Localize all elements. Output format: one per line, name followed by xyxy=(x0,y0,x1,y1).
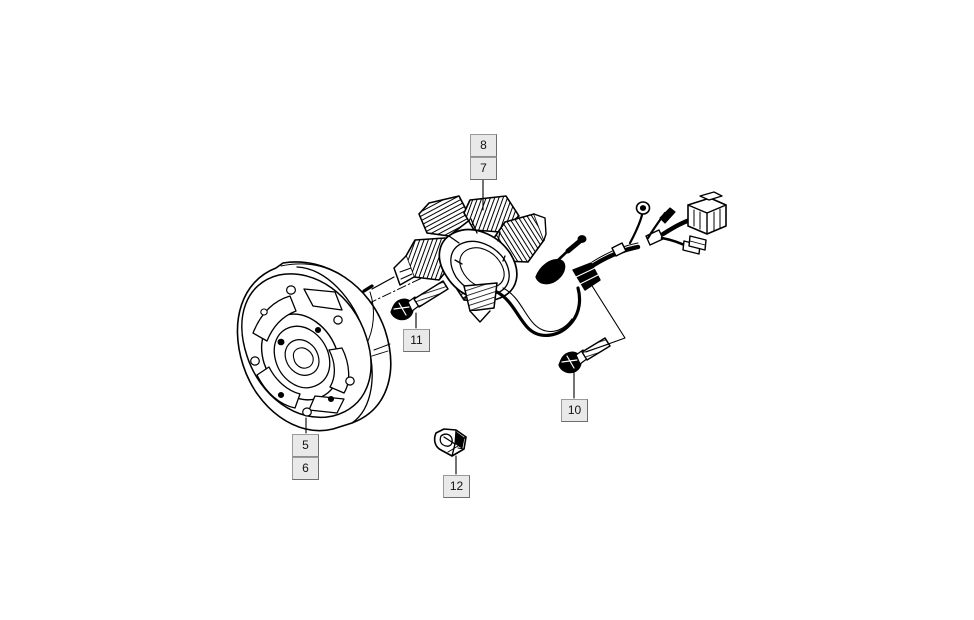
wiring-harness-part xyxy=(495,191,727,337)
callout-box-8[interactable]: 8 xyxy=(470,134,497,157)
callout-box-11[interactable]: 11 xyxy=(403,329,430,352)
callout-box-5[interactable]: 5 xyxy=(292,434,319,457)
stator-mounting-bolt-part xyxy=(390,280,449,321)
callout-box-10[interactable]: 10 xyxy=(561,399,588,422)
wire-bracket-part xyxy=(433,428,467,457)
callout-number-10: 10 xyxy=(567,403,582,417)
callout-number-5: 5 xyxy=(302,438,309,452)
harness-clamp-bolt-part xyxy=(558,337,611,374)
callout-number-11: 11 xyxy=(410,333,423,347)
callout-number-7: 7 xyxy=(480,161,487,175)
callout-number-12: 12 xyxy=(449,479,464,493)
callout-box-12[interactable]: 12 xyxy=(443,475,470,498)
flywheel-rotor-part xyxy=(236,261,392,432)
callout-leader-lines xyxy=(305,179,626,475)
callout-number-8: 8 xyxy=(480,138,487,152)
callout-box-7[interactable]: 7 xyxy=(470,157,497,180)
callout-number-6: 6 xyxy=(302,461,309,475)
stator-assembly-part xyxy=(362,195,547,323)
callout-box-6[interactable]: 6 xyxy=(292,457,319,480)
